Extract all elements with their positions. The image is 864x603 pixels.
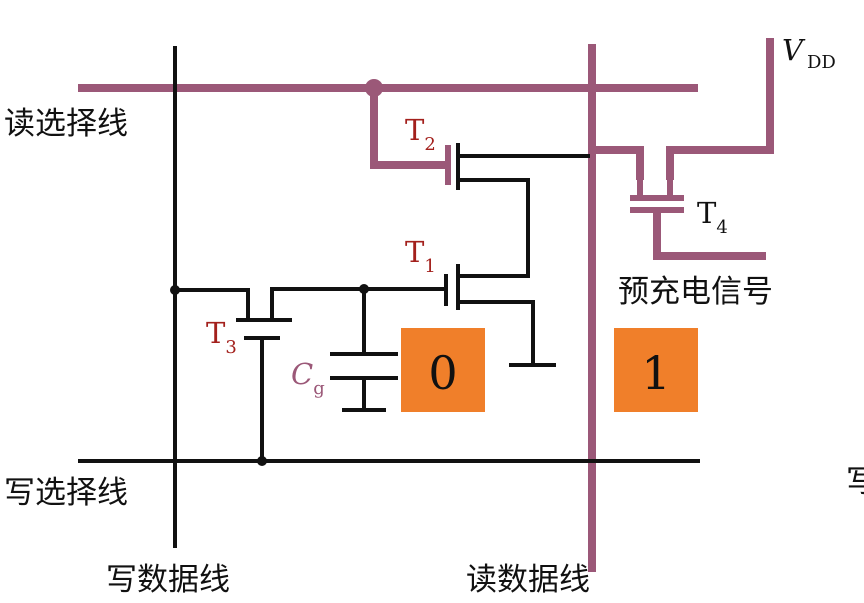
t2-to-t1	[458, 178, 530, 278]
read-select-line-label: 读选择线	[4, 106, 128, 142]
cell-state-value-1: 1	[641, 346, 670, 400]
write-path-wires	[78, 46, 700, 548]
t2-label: T2	[405, 113, 436, 155]
t3-label: T3	[206, 316, 237, 358]
write-data-to-t3	[175, 288, 250, 318]
t4-drain-connection	[596, 146, 644, 180]
storage-node-junction	[359, 284, 369, 294]
storage-node-wire	[270, 287, 444, 291]
t1-label: T1	[405, 235, 436, 277]
write-data-line-label: 写数据线	[106, 562, 230, 598]
read-data-line-label: 读数据线	[466, 562, 590, 598]
cell-state-value-0: 0	[428, 346, 457, 400]
write-select-line-label: 写选择线	[4, 475, 128, 511]
write-select-junction	[257, 456, 267, 466]
t4-label: T4	[697, 196, 728, 238]
precharge-wire	[653, 212, 766, 260]
write-data-junction	[170, 285, 180, 295]
cell-state-box-1	[614, 328, 698, 412]
t2-gate-connection	[370, 88, 446, 169]
cg-label: Cg	[291, 357, 325, 399]
t1-to-ground	[458, 300, 535, 365]
precharge-signal-label: 预充电信号	[618, 274, 773, 310]
edge-glyph: 写	[846, 464, 864, 500]
vdd-wire	[666, 38, 774, 180]
read-select-junction	[365, 79, 383, 97]
cell-state-box-0	[401, 328, 485, 412]
read-path-wires	[78, 38, 774, 572]
